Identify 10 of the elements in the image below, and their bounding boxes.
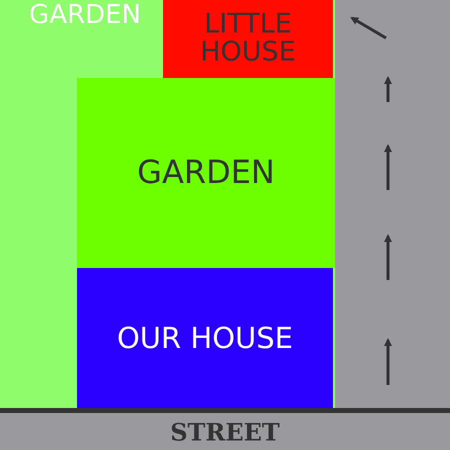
- garden-area: [0, 0, 335, 408]
- house-block: [77, 268, 333, 408]
- area-label: GARDEN: [28, 2, 142, 30]
- area-label: LITTLE HOUSE: [199, 10, 297, 68]
- garden-area: [77, 78, 335, 268]
- little-house-block: [163, 0, 333, 78]
- street-area: [0, 413, 450, 450]
- area-label: STREET: [169, 418, 281, 444]
- area-label: GARDEN: [136, 156, 276, 190]
- area-label: OUR HOUSE: [116, 322, 294, 354]
